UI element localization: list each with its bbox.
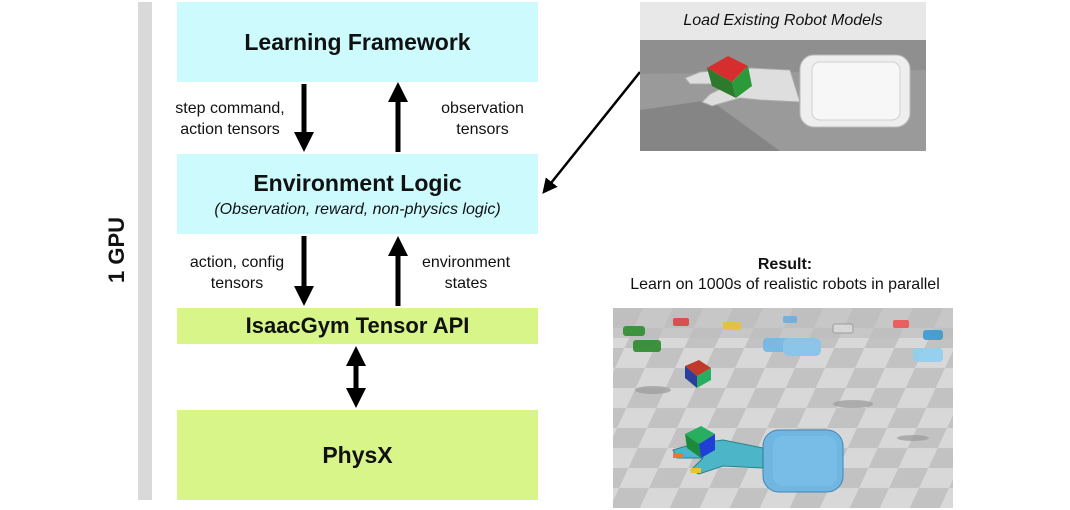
- environment-states-label: environment states: [400, 252, 532, 294]
- environment-states-line-2: states: [444, 275, 488, 292]
- result-subtitle: Learn on 1000s of realistic robots in pa…: [630, 276, 940, 293]
- action-config-line-2: tensors: [210, 275, 264, 292]
- tensor-api-title: IsaacGym Tensor API: [245, 313, 470, 338]
- step-command-label: step command, action tensors: [160, 98, 300, 140]
- observation-line-1: observation: [441, 100, 524, 117]
- step-command-line-1: step command,: [175, 100, 285, 117]
- observation-line-2: tensors: [456, 121, 509, 138]
- learning-framework-title: Learning Framework: [244, 28, 471, 55]
- result-title: Result:: [757, 256, 813, 273]
- observation-label: observation tensors: [415, 98, 550, 140]
- result-caption: Result: Learn on 1000s of realistic robo…: [595, 255, 975, 295]
- robot-hand-image: [640, 40, 926, 151]
- action-config-label: action, config tensors: [168, 252, 306, 294]
- physx-title: PhysX: [322, 441, 393, 468]
- action-config-line-1: action, config: [189, 254, 285, 271]
- environment-states-line-1: environment: [421, 254, 511, 271]
- gpu-bar: [138, 2, 152, 500]
- tensor-api-block: IsaacGym Tensor API: [177, 308, 538, 344]
- parallel-robots-image: [613, 308, 953, 508]
- step-command-line-2: action tensors: [180, 121, 280, 138]
- arrow-models-to-env: [542, 71, 641, 194]
- environment-logic-block: Environment Logic (Observation, reward, …: [177, 154, 538, 234]
- environment-logic-title: Environment Logic: [253, 169, 462, 196]
- learning-framework-block: Learning Framework: [177, 2, 538, 82]
- physx-block: PhysX: [177, 410, 538, 500]
- robot-models-title: Load Existing Robot Models: [640, 2, 926, 40]
- environment-logic-subtitle: (Observation, reward, non-physics logic): [214, 200, 501, 218]
